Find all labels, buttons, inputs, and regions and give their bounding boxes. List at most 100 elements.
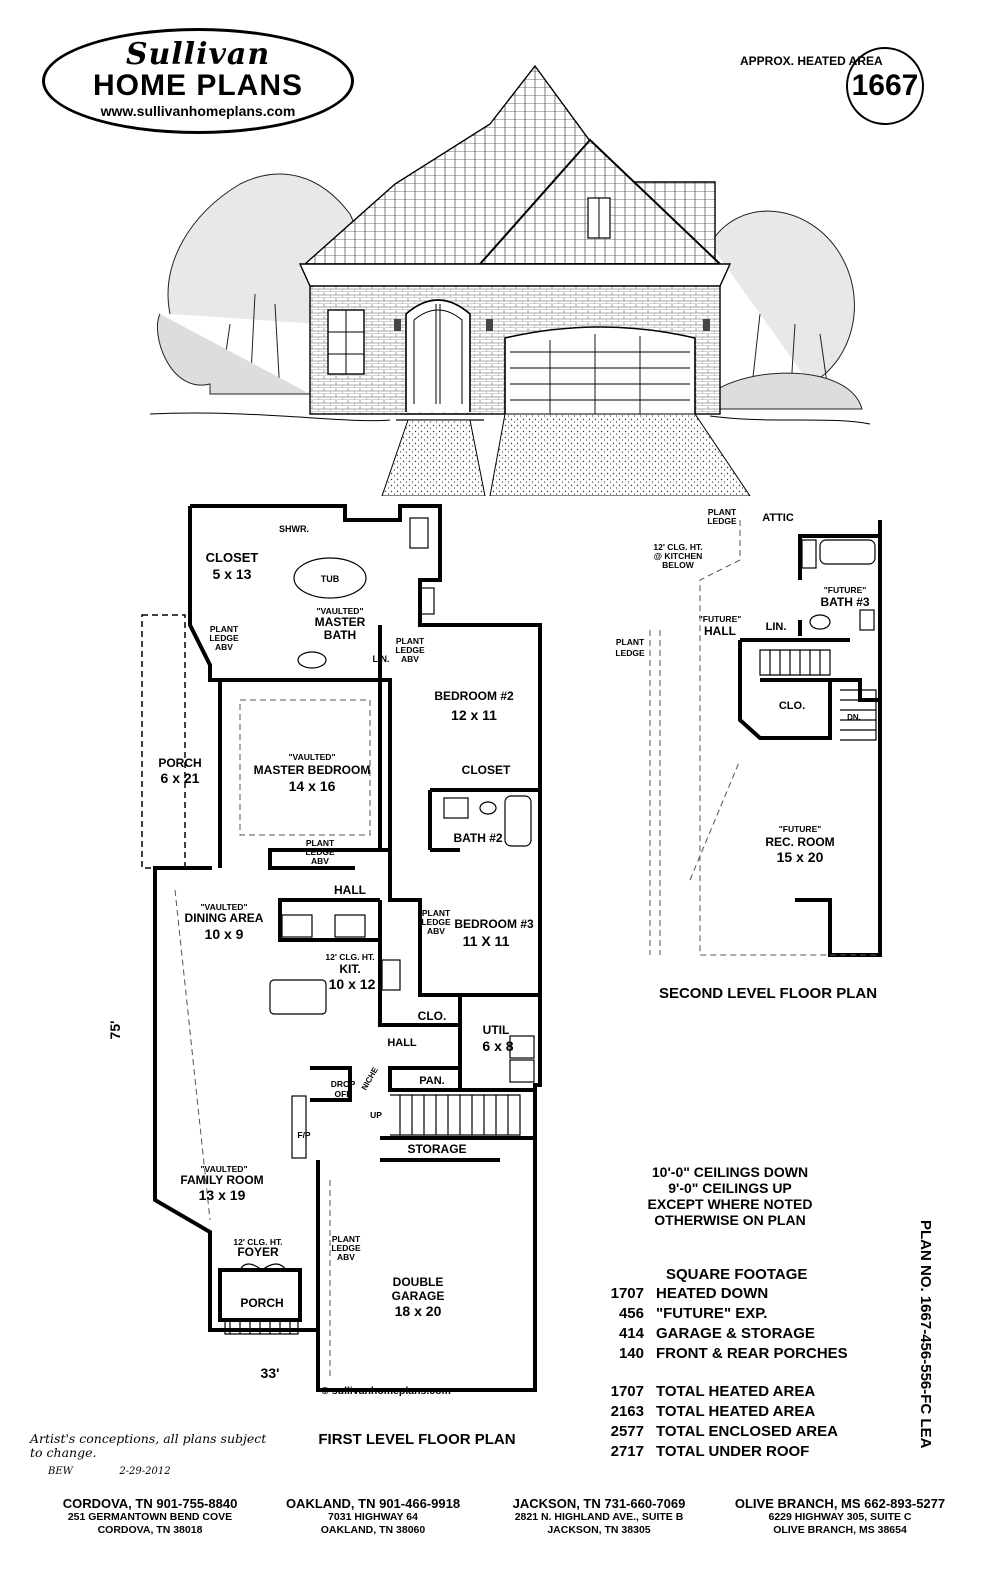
label-bedroom-3: BEDROOM #3 (454, 917, 534, 931)
logo-url: www.sullivanhomeplans.com (100, 103, 296, 119)
label-master-bath-2: BATH (324, 628, 356, 642)
office-oakland: OAKLAND, TN 901-466-9918 7031 HIGHWAY 64… (268, 1496, 478, 1537)
second-level-labels: PLANT LEDGE ATTIC 12' CLG. HT. @ KITCHEN… (615, 507, 877, 1002)
office-address-2: OAKLAND, TN 38060 (320, 1524, 426, 1536)
label-plant-ledge-4b: LEDGE (421, 917, 451, 927)
office-title: CORDOVA, TN 901-755-8840 (62, 1496, 238, 1511)
label-tub: TUB (321, 574, 340, 584)
plan-number: PLAN NO. 1667-456-556-FC LEA (917, 1220, 934, 1448)
first-level-title: FIRST LEVEL FLOOR PLAN (318, 1431, 515, 1448)
label-2-ceiling-2: @ KITCHEN (654, 551, 702, 561)
office-title: JACKSON, TN 731-660-7069 (512, 1496, 686, 1511)
label-bedroom-2: BEDROOM #2 (434, 689, 514, 703)
plan-number-text: PLAN NO. 1667-456-556-FC LEA (917, 1220, 934, 1449)
label-rec-room: REC. ROOM (765, 835, 834, 849)
label-bath-2: BATH #2 (453, 831, 502, 845)
label-foyer-ceiling: 12' CLG. HT. (233, 1237, 282, 1247)
label-plant-ledge-3a: PLANT (306, 838, 335, 848)
label-linen: LIN. (373, 654, 390, 664)
house-elevation-drawing (150, 64, 870, 496)
label-porch-side-size: 6 x 21 (161, 770, 200, 786)
label-porch-front: PORCH (240, 1296, 283, 1310)
label-clo: CLO. (418, 1009, 447, 1023)
sqft-label: HEATED DOWN (656, 1285, 769, 1302)
sqft-total-value: 2163 (610, 1403, 644, 1420)
office-address-2: CORDOVA, TN 38018 (97, 1524, 203, 1536)
drawing-signature: BEW 2-29-2012 (48, 1466, 171, 1477)
label-garage-2: GARAGE (392, 1289, 445, 1303)
label-plant-ledge-2a: PLANT (396, 636, 425, 646)
label-2-future-bath: "FUTURE" (824, 585, 867, 595)
label-depth-dimension: 75' (107, 1021, 123, 1040)
sqft-value: 414 (618, 1325, 644, 1342)
label-garage-1: DOUBLE (393, 1275, 444, 1289)
label-kitchen: KIT. (339, 962, 360, 976)
sqft-total-label: TOTAL HEATED AREA (656, 1403, 816, 1420)
company-logo: Sullivan HOME PLANS www.sullivanhomeplan… (42, 28, 354, 134)
label-kitchen-size: 10 x 12 (329, 976, 376, 992)
label-plant-ledge-4c: ABV (427, 926, 445, 936)
label-hall-2: HALL (387, 1037, 417, 1049)
label-closet-size: 5 x 13 (213, 566, 252, 582)
label-plant-ledge-2b: LEDGE (395, 645, 425, 655)
second-level-dashed (649, 520, 880, 956)
label-2-ledge: LEDGE (707, 516, 737, 526)
first-level-walls (153, 504, 542, 1392)
label-drop: DROP (331, 1079, 356, 1089)
sqft-row: 414 GARAGE & STORAGE (604, 1325, 815, 1342)
heated-area-label: APPROX. HEATED AREA (740, 54, 883, 68)
logo-name: HOME PLANS (92, 69, 303, 102)
office-cordova: CORDOVA, TN 901-755-8840 251 GERMANTOWN … (30, 1496, 270, 1537)
heated-area-value: 1667 (846, 47, 924, 125)
label-2-ledge-b: LEDGE (615, 648, 645, 658)
sqft-row: 1707 HEATED DOWN (604, 1285, 769, 1302)
second-level-fixtures (759, 539, 877, 741)
sqft-total-value: 2577 (610, 1423, 644, 1440)
label-plant-ledge-5b: LEDGE (331, 1243, 361, 1253)
label-2-hall: HALL (704, 624, 736, 638)
sqft-label: GARAGE & STORAGE (656, 1325, 815, 1342)
square-footage-title: SQUARE FOOTAGE (666, 1266, 808, 1283)
label-garage-size: 18 x 20 (395, 1303, 442, 1319)
label-up: UP (370, 1110, 382, 1120)
label-fireplace: F/P (297, 1130, 311, 1140)
office-address-1: 7031 HIGHWAY 64 (328, 1511, 418, 1523)
sqft-value: 456 (618, 1305, 644, 1322)
label-master-bath-1: MASTER (315, 615, 366, 629)
label-family-size: 13 x 19 (199, 1187, 246, 1203)
label-dining-vaulted: "VAULTED" (201, 902, 248, 912)
label-master-bedroom-size: 14 x 16 (289, 778, 336, 794)
label-hall: HALL (334, 883, 366, 897)
label-family-vaulted: "VAULTED" (201, 1164, 248, 1174)
signature-date: 2-29-2012 (119, 1466, 171, 1477)
label-2-clo: CLO. (779, 700, 805, 712)
label-2-ceiling-1: 12' CLG. HT. (653, 542, 702, 552)
label-master-bedroom: MASTER BEDROOM (254, 763, 371, 777)
office-title: OAKLAND, TN 901-466-9918 (285, 1496, 461, 1511)
label-plant-ledge-2c: ABV (401, 654, 419, 664)
office-olive-branch: OLIVE BRANCH, MS 662-893-5277 6229 HIGHW… (710, 1496, 970, 1537)
label-plant-ledge-1a: PLANT (210, 624, 239, 634)
label-niche: NICHE (360, 1065, 381, 1092)
label-foyer: FOYER (237, 1245, 279, 1259)
label-plant-ledge-4a: PLANT (422, 908, 451, 918)
label-closet-2: CLOSET (462, 763, 511, 777)
label-master-bath-vaulted: "VAULTED" (317, 606, 364, 616)
label-porch-side: PORCH (158, 756, 201, 770)
label-pantry: PAN. (419, 1075, 444, 1087)
label-bath-3: BATH #3 (820, 595, 869, 609)
sqft-value: 1707 (610, 1285, 644, 1302)
label-storage: STORAGE (407, 1142, 466, 1156)
office-address-1: 6229 HIGHWAY 305, SUITE C (768, 1511, 912, 1523)
note-line: EXCEPT WHERE NOTED (647, 1196, 813, 1212)
second-level-title: SECOND LEVEL FLOOR PLAN (659, 985, 877, 1002)
sqft-total-label: TOTAL UNDER ROOF (656, 1443, 810, 1460)
first-level-dashed (174, 699, 371, 1380)
sqft-total-row: 2163 TOTAL HEATED AREA (604, 1403, 816, 1420)
label-2-ceiling-3: BELOW (662, 560, 695, 570)
label-plant-ledge-1b: LEDGE (209, 633, 239, 643)
second-level-walls (738, 520, 882, 957)
